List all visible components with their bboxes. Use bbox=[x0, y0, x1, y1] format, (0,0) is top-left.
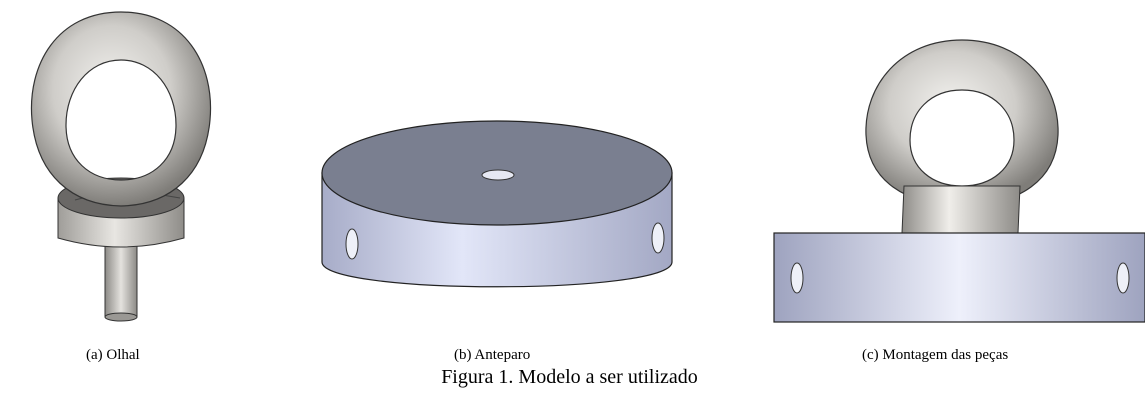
eye-bolt-figure bbox=[0, 0, 260, 394]
bulkhead-disc-icon bbox=[321, 120, 673, 288]
assembly-figure bbox=[760, 0, 1145, 394]
subfigure-caption-a: (a) Olhal bbox=[86, 347, 140, 363]
assembly-icon bbox=[773, 39, 1145, 323]
bulkhead-figure bbox=[300, 0, 700, 394]
subfigure-caption-c: (c) Montagem das peças bbox=[862, 347, 1009, 363]
subfigure-caption-b: (b) Anteparo bbox=[454, 347, 531, 363]
figure-caption: Figura 1. Modelo a ser utilizado bbox=[0, 366, 1145, 389]
eye-bolt-icon bbox=[30, 11, 212, 322]
figure-caption-text: Figura 1. Modelo a ser utilizado bbox=[441, 366, 698, 388]
